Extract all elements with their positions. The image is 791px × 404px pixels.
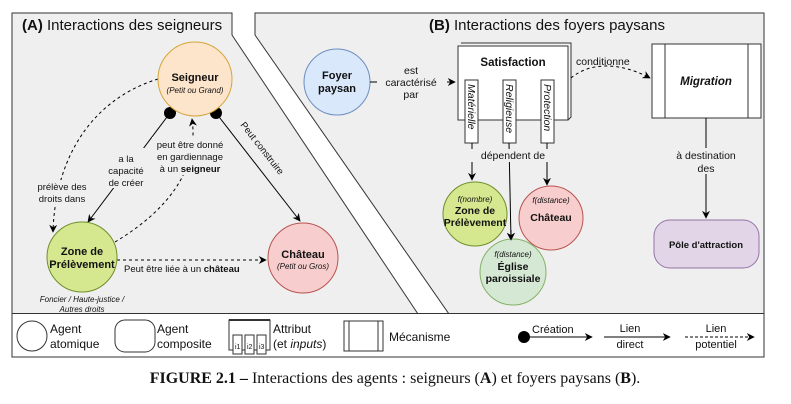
svg-text:a la: a la [118, 154, 134, 165]
label-dependent: dépendent de [481, 150, 545, 162]
node-seigneur[interactable]: Seigneur (Petit ou Grand) [157, 41, 233, 117]
node-pole-attraction[interactable]: Pôle d'attraction [653, 219, 760, 269]
legend-creation: Création [518, 324, 593, 343]
svg-text:en gardiennage: en gardiennage [157, 152, 223, 163]
edge-preleve [49, 78, 159, 233]
svg-text:des: des [698, 163, 715, 175]
svg-text:(et inputs): (et inputs) [273, 337, 326, 351]
svg-text:atomique: atomique [50, 337, 100, 351]
edge-construire [215, 112, 301, 222]
eglise-label-2: paroissiale [486, 273, 541, 285]
seigneur-label: Seigneur [171, 72, 219, 84]
foyer-label-1: Foyer [322, 70, 353, 82]
edge-conditionne [570, 65, 651, 79]
chateau-b-label: Château [530, 212, 571, 224]
node-eglise[interactable]: f(distance) Église paroissiale [479, 238, 547, 306]
label-caracterise: est caractérisé par [377, 63, 447, 101]
svg-text:i2: i2 [247, 344, 253, 351]
pole-label: Pôle d'attraction [669, 240, 743, 251]
zone-b-label-2: Prélèvement [444, 217, 507, 229]
zone-a-note-2: Autres droits [59, 305, 105, 314]
node-chateau-a[interactable]: Château (Petit ou Gros) [267, 222, 339, 294]
svg-text:de créer: de créer [109, 178, 144, 189]
legend-agent-atomique: Agent atomique [16, 320, 100, 352]
zone-a-note-1: Foncier / Haute-justice / [40, 295, 125, 304]
foyer-label-2: paysan [318, 83, 356, 95]
node-foyer[interactable]: Foyer paysan [303, 48, 371, 116]
label-conditionne: conditionne [576, 56, 630, 68]
svg-text:Attribut: Attribut [273, 322, 312, 336]
svg-text:Agent: Agent [50, 322, 82, 336]
legend-attribut: i1 i2 i3 Attribut (et inputs) [228, 319, 326, 355]
creation-dot-capacite [164, 107, 176, 119]
label-liee: Peut être liée à un château [122, 262, 252, 275]
migration-label: Migration [680, 76, 732, 88]
svg-text:capacité: capacité [108, 166, 143, 177]
panel-b-title: (B) Interactions des foyers paysans [429, 17, 665, 34]
legend-agent-composite: Agent composite [114, 319, 212, 353]
label-capacite: a la capacité de créer [104, 148, 148, 189]
legend-lien-direct: Lien direct [604, 323, 671, 351]
label-dependent-bg [470, 149, 556, 162]
svg-text:à destination: à destination [676, 150, 736, 162]
legend-lien-potentiel: Lien potentiel [685, 323, 755, 351]
svg-text:Création: Création [532, 324, 574, 336]
svg-text:est: est [404, 65, 418, 77]
svg-text:i3: i3 [259, 344, 265, 351]
svg-text:Agent: Agent [157, 322, 189, 336]
attribute-religieuse[interactable]: Religieuse [502, 79, 517, 144]
edge-gardiennage [114, 118, 197, 243]
node-migration[interactable]: Migration [651, 43, 762, 119]
svg-text:Mécanisme: Mécanisme [389, 330, 451, 344]
svg-text:potentiel: potentiel [695, 339, 737, 351]
svg-text:prélève des: prélève des [37, 182, 86, 193]
label-destination: à destination des [666, 148, 746, 175]
svg-text:Peut être liée à un château: Peut être liée à un château [124, 264, 240, 275]
zone-b-f: f(nombre) [458, 195, 493, 204]
svg-text:direct: direct [617, 339, 644, 351]
svg-text:Lien: Lien [620, 323, 641, 335]
node-zone-a[interactable]: Zone de Prélèvement [46, 221, 118, 293]
chateau-b-f: f(distance) [532, 196, 570, 205]
svg-text:à un seigneur: à un seigneur [160, 164, 221, 175]
zone-a-label-2: Prélèvement [49, 259, 115, 271]
attribute-materielle-label: Matérielle [465, 84, 477, 130]
legend-frame [11, 314, 765, 358]
svg-text:composite: composite [157, 337, 212, 351]
satisfaction-label: Satisfaction [480, 57, 545, 69]
node-chateau-b[interactable]: f(distance) Château [518, 185, 584, 251]
attribute-protection[interactable]: Protection [540, 79, 555, 144]
figure-caption: FIGURE 2.1 – Interactions des agents : s… [150, 370, 641, 387]
label-gardiennage: peut être donné en gardiennage à un seig… [152, 137, 228, 175]
svg-text:droits dans: droits dans [39, 194, 86, 205]
seigneur-sub: (Petit ou Grand) [167, 86, 224, 95]
zone-a-label-1: Zone de [61, 246, 103, 258]
svg-text:Lien: Lien [706, 323, 727, 335]
legend-mecanisme: Mécanisme [343, 320, 451, 352]
node-zone-b[interactable]: f(nombre) Zone de Prélèvement [442, 181, 508, 247]
label-preleve: prélève des droits dans [34, 180, 92, 205]
eglise-label-1: Église [498, 260, 529, 273]
zone-b-label-1: Zone de [455, 205, 495, 217]
svg-text:caractérisé: caractérisé [385, 77, 437, 89]
chateau-a-label: Château [281, 249, 324, 261]
svg-text:peut être donné: peut être donné [157, 140, 224, 151]
attribute-religieuse-label: Religieuse [503, 84, 515, 133]
svg-text:par: par [403, 89, 419, 101]
chateau-a-sub: (Petit ou Gros) [277, 262, 329, 271]
eglise-f: f(distance) [494, 250, 532, 259]
svg-text:i1: i1 [235, 344, 241, 351]
attribute-materielle[interactable]: Matérielle [464, 79, 479, 144]
panel-a-title: (A) Interactions des seigneurs [22, 17, 222, 34]
attribute-protection-label: Protection [541, 84, 553, 131]
